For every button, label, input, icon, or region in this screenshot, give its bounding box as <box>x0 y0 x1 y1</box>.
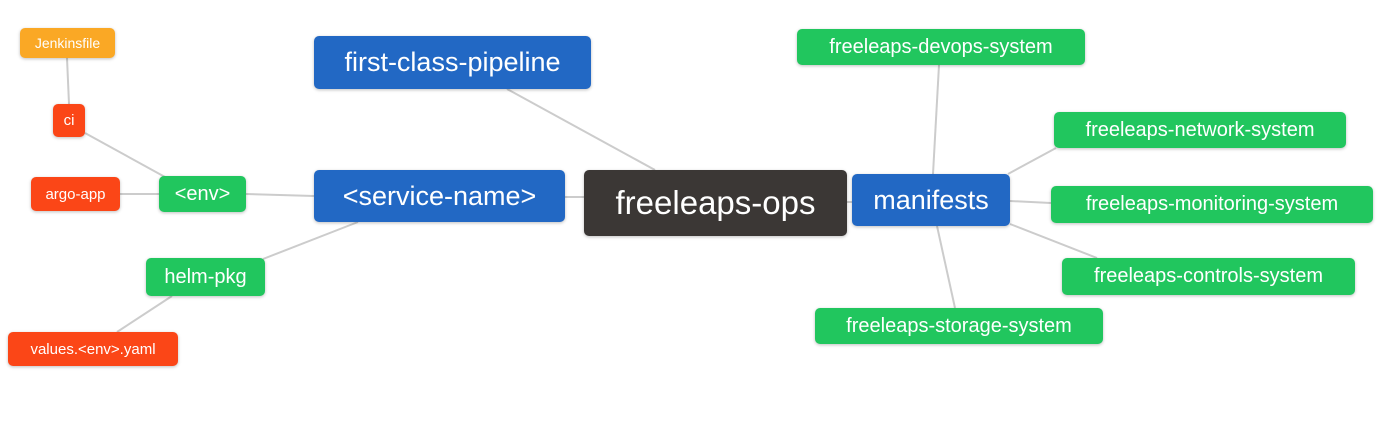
node-freeleaps-monitoring-system[interactable]: freeleaps-monitoring-system <box>1051 186 1373 223</box>
node-freeleaps-network-system[interactable]: freeleaps-network-system <box>1054 112 1346 148</box>
node-ci[interactable]: ci <box>53 104 85 137</box>
node-jenkinsfile[interactable]: Jenkinsfile <box>20 28 115 58</box>
node-freeleaps-storage-system[interactable]: freeleaps-storage-system <box>815 308 1103 344</box>
edge-pipeline-ops <box>506 88 656 171</box>
node-values-env-yaml[interactable]: values.<env>.yaml <box>8 332 178 366</box>
edge-manifests-monitoring <box>1009 200 1052 204</box>
node-argo-app[interactable]: argo-app <box>31 177 120 211</box>
node-first-class-pipeline[interactable]: first-class-pipeline <box>314 36 591 89</box>
node-freeleaps-controls-system[interactable]: freeleaps-controls-system <box>1062 258 1355 295</box>
edge-ci-env <box>84 132 166 178</box>
edge-helm-pkg-values-yaml <box>116 295 173 333</box>
edge-manifests-controls <box>1009 223 1098 259</box>
node-freeleaps-devops-system[interactable]: freeleaps-devops-system <box>797 29 1085 65</box>
node-helm-pkg[interactable]: helm-pkg <box>146 258 265 296</box>
edge-jenkinsfile-ci <box>66 57 70 105</box>
node-service-name[interactable]: <service-name> <box>314 170 565 222</box>
edge-service-name-helm-pkg <box>262 221 359 260</box>
edge-manifests-storage <box>936 225 956 309</box>
node-manifests[interactable]: manifests <box>852 174 1010 226</box>
node-env[interactable]: <env> <box>159 176 246 212</box>
edge-manifests-network <box>1007 147 1057 175</box>
node-freeleaps-ops[interactable]: freeleaps-ops <box>584 170 847 236</box>
edge-env-service-name <box>245 193 315 197</box>
edge-manifests-devops <box>932 64 940 175</box>
